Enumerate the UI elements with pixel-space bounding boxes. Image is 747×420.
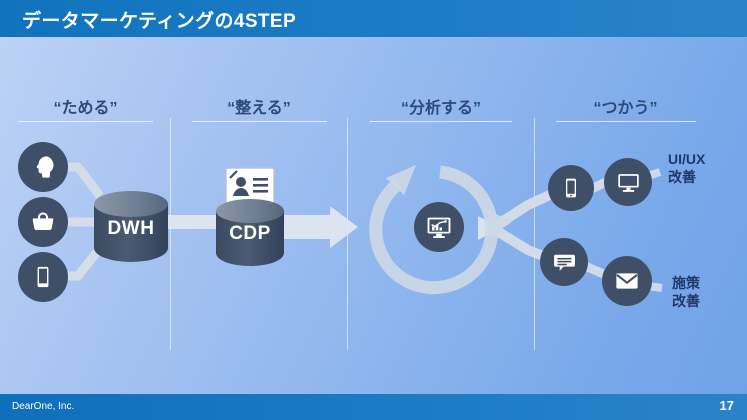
channel-desktop[interactable]: [604, 158, 652, 206]
step-rule-1: [18, 121, 153, 122]
dwh-cylinder[interactable]: DWH: [92, 190, 170, 262]
section-divider-1: [170, 118, 171, 350]
step-rule-3: [370, 121, 512, 122]
step-rule-4: [556, 121, 696, 122]
page-title: データマーケティングの4STEP: [22, 11, 297, 32]
cdp-cylinder-shape: [216, 199, 284, 266]
source-mobile[interactable]: [18, 252, 68, 302]
dwh-label: DWH: [107, 218, 155, 239]
footer-bar: DearOne, Inc. 17: [0, 394, 747, 420]
step-label-bunseki: “分析する”: [400, 100, 481, 117]
cdp-cylinder[interactable]: CDP: [214, 198, 286, 268]
person-head-icon: [36, 156, 54, 178]
shopping-basket-icon: [32, 212, 54, 231]
channel-mobile[interactable]: [548, 165, 594, 211]
dwh-cylinder-shape: [94, 191, 168, 262]
outcome-uiux-line2: 改善: [668, 168, 696, 185]
outcome-shisaku: 施策 改善: [672, 275, 700, 311]
cdp-label: CDP: [229, 223, 271, 244]
footer-page-number: 17: [719, 398, 734, 413]
outcome-shisaku-line2: 改善: [672, 292, 700, 309]
smartphone-icon: [566, 178, 576, 198]
step-label-totonoeru: “整える”: [227, 100, 291, 117]
section-divider-2: [347, 118, 348, 350]
monitor-chart-icon: [427, 217, 451, 238]
outcome-shisaku-line1: 施策: [672, 275, 700, 291]
desktop-monitor-icon: [617, 173, 639, 192]
section-divider-3: [534, 118, 535, 350]
source-purchase[interactable]: [18, 197, 68, 247]
step-label-tsukau: “つかう”: [593, 100, 658, 117]
channel-message[interactable]: [540, 238, 588, 286]
outcome-uiux: UI/UX 改善: [668, 151, 705, 187]
channel-email[interactable]: [602, 256, 652, 306]
source-person[interactable]: [18, 142, 68, 192]
outcome-uiux-line1: UI/UX: [668, 151, 706, 167]
step-rule-2: [192, 121, 327, 122]
footer-company: DearOne, Inc.: [12, 401, 75, 412]
smartphone-icon: [37, 266, 49, 288]
envelope-icon: [616, 273, 638, 289]
id-card-icon: [224, 166, 276, 206]
step-label-tameru: “ためる”: [53, 100, 118, 117]
analysis-node[interactable]: [414, 202, 464, 252]
speech-bubble-icon: [553, 254, 575, 271]
title-bar: データマーケティングの4STEP: [0, 0, 747, 37]
